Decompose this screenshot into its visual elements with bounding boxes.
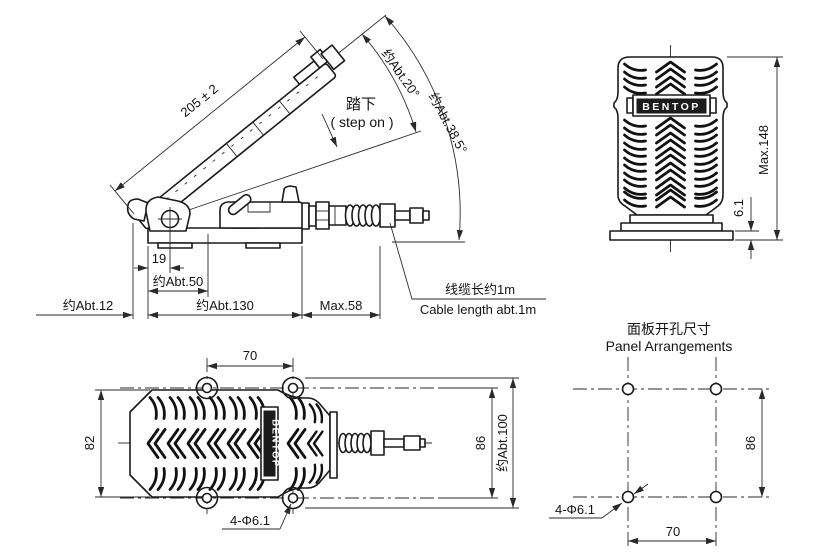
top-brand-plate: BENTOP [260,406,281,481]
base-length-dim: 约Abt.130 [196,298,254,313]
pedal-surface-extension [329,14,387,61]
panel-holes-callout: 4-Φ6.1 [549,483,649,519]
front-brand-plate: BENTOP [626,94,717,117]
panel-view: 面板开孔尺寸 Panel Arrangements 86 70 4-Φ6.1 [549,321,770,547]
top-view-dimensions: 70 82 86 约Abt.100 4-Φ6.1 [82,348,519,530]
side-view-dimensions: 19 约Abt.50 约Abt.130 Max.58 约Abt.12 [36,223,381,319]
top-cable [338,430,426,456]
hole-pitch-y-dim: 86 [473,436,488,450]
brand-label-front: BENTOP [642,101,701,113]
panel-holes [621,382,723,504]
top-front-face [329,411,338,479]
hinge [126,196,191,232]
panel-pitch-y-dim: 86 [743,436,758,450]
overall-height-dim: Max.148 [756,125,771,175]
panel-holes-label: 4-Φ6.1 [555,502,595,517]
hinge-offset-dim: 19 [152,251,166,266]
panel-title-zh: 面板开孔尺寸 [627,321,711,337]
cable-note-en: Cable length abt.1m [420,302,536,317]
pedal-length-dim-line [114,36,306,192]
brand-label-top: BENTOP [270,419,281,467]
tip-overhang-dim: 约Abt.12 [63,298,114,313]
max-angle-arc [384,15,464,241]
top-view: BENTOP 70 82 86 [82,348,519,530]
panel-title-en: Panel Arrangements [606,338,733,354]
tread-width-dim: 82 [82,436,97,450]
plunger-offset-dim: 约Abt.50 [153,274,204,289]
pedal-roller [227,193,252,216]
mounting-holes-callout: 4-Φ6.1 [230,513,270,528]
base-thickness-dim: 6.1 [731,199,746,217]
mounting-ears [195,376,305,510]
front-base [609,214,734,241]
panel-pitch-x-dim: 70 [666,524,680,539]
gland-length-dim: Max.58 [320,298,363,313]
overall-width-dim: 约Abt.100 [495,414,510,472]
front-view: BENTOP Max.148 6.1 [609,45,783,259]
top-outline [129,389,331,498]
step-on-label-zh: 踏下 [346,96,376,113]
cable-length-callout: 线缆长约1m Cable length abt.1m [389,222,546,317]
cable-note-zh: 线缆长约1m [445,282,515,297]
step-on-label-en: ( step on ) [330,114,393,130]
hole-pitch-x-dim: 70 [243,348,257,363]
step-on-arrow [321,113,338,148]
side-view: 205 ± 2 踏下 ( step on ) 约Abt.20° 约Abt.38.… [36,14,546,319]
